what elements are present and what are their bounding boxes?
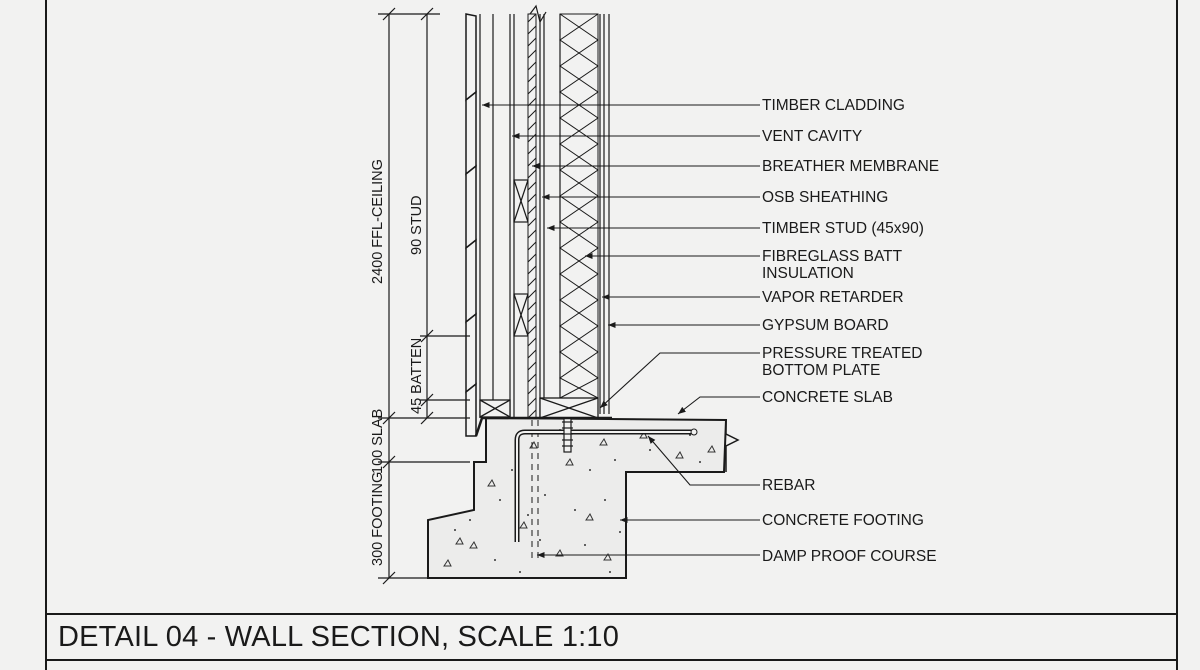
label-rebar: REBAR xyxy=(762,477,816,494)
damp-proof-membrane xyxy=(474,416,612,437)
batten-and-cavity xyxy=(479,14,515,418)
timber-blocking xyxy=(513,179,529,337)
dimension-batten: 45 BATTEN xyxy=(409,337,425,414)
label-damp-proof-course: DAMP PROOF COURSE xyxy=(762,548,937,565)
dimension-ffl-ceiling: 2400 FFL-CEILING xyxy=(370,159,386,284)
label-timber-cladding: TIMBER CLADDING xyxy=(762,97,905,114)
break-line-top xyxy=(529,4,547,24)
label-concrete-slab: CONCRETE SLAB xyxy=(762,389,893,406)
label-fibreglass-line2: INSULATION xyxy=(762,265,854,282)
label-fibreglass-line1: FIBREGLASS BATT xyxy=(762,248,903,265)
concrete-footing-outline xyxy=(427,416,728,579)
osb-and-stud-lines xyxy=(539,14,561,418)
label-osb-sheathing: OSB SHEATHING xyxy=(762,189,889,206)
label-gypsum-board: GYPSUM BOARD xyxy=(762,317,889,334)
leader-lines xyxy=(482,101,760,559)
vapor-retarder-and-gypsum xyxy=(599,14,610,414)
label-vapor-retarder: VAPOR RETARDER xyxy=(762,289,904,306)
drawing-title: DETAIL 04 - WALL SECTION, SCALE 1:10 xyxy=(58,621,620,653)
label-concrete-footing: CONCRETE FOOTING xyxy=(762,512,924,529)
dimension-slab: 100 SLAB xyxy=(370,408,386,474)
dimension-stud: 90 STUD xyxy=(409,195,425,255)
label-bottom-plate-line2: BOTTOM PLATE xyxy=(762,362,881,379)
dimension-footing: 300 FOOTING xyxy=(370,471,386,566)
label-vent-cavity: VENT CAVITY xyxy=(762,128,863,145)
damp-proof-dashes xyxy=(531,420,539,562)
bottom-plates xyxy=(479,397,599,419)
sheet-border xyxy=(45,0,1178,670)
timber-cladding-boards xyxy=(465,13,477,437)
fibreglass-insulation xyxy=(559,13,599,399)
label-breather-membrane: BREATHER MEMBRANE xyxy=(762,158,940,175)
concrete-hatch xyxy=(443,431,716,567)
label-timber-stud: TIMBER STUD (45x90) xyxy=(762,220,924,237)
breather-membrane xyxy=(527,13,537,419)
dimension-lines xyxy=(378,7,470,585)
concrete-dots xyxy=(454,429,701,573)
slab-break-symbol xyxy=(725,420,740,472)
label-bottom-plate-line1: PRESSURE TREATED xyxy=(762,345,923,362)
